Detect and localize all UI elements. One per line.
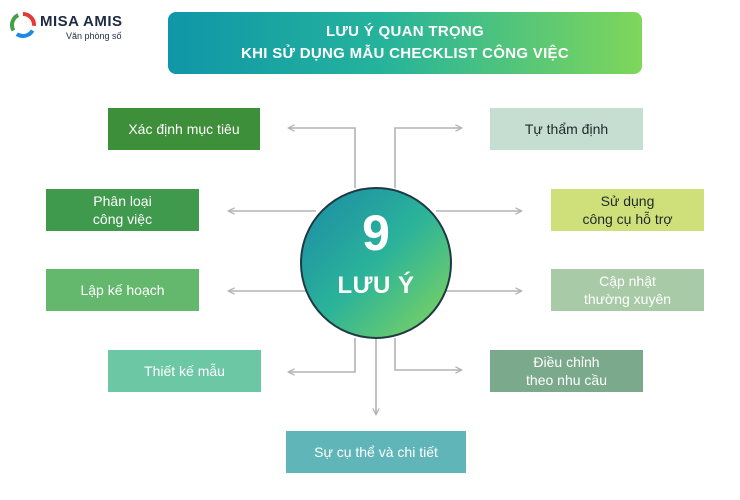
title-banner: LƯU Ý QUAN TRỌNG KHI SỬ DỤNG MẪU CHECKLI… — [168, 12, 642, 74]
note-line: Xác định mục tiêu — [128, 121, 240, 137]
note-line: Tự thẩm định — [524, 121, 609, 137]
note-self-review: Tự thẩm định — [490, 108, 643, 150]
note-line: Phân loại — [93, 193, 152, 209]
note-line: Điều chỉnh — [533, 354, 600, 370]
note-line: công cụ hỗ trợ — [582, 211, 673, 227]
connector-adjust — [394, 338, 461, 370]
brand-tagline: Văn phòng số — [66, 31, 122, 41]
brand-logo: MISA AMIS Văn phòng số — [10, 12, 150, 46]
connector-goal — [289, 128, 356, 188]
note-line: Sử dụng — [600, 193, 655, 209]
note-plan: Lập kế hoạch — [46, 269, 199, 311]
note-line: theo nhu cầu — [526, 372, 607, 388]
note-detail: Sự cụ thể và chi tiết — [286, 431, 466, 473]
note-line: thường xuyên — [583, 291, 672, 307]
note-adjust: Điều chỉnh theo nhu cầu — [490, 350, 643, 392]
note-line: Cập nhật — [599, 273, 656, 289]
note-update: Cập nhật thường xuyên — [551, 269, 704, 311]
brand-name: MISA AMIS — [40, 13, 123, 30]
note-classify: Phân loại công việc — [46, 189, 199, 231]
note-line: Sự cụ thể và chi tiết — [314, 444, 438, 460]
connector-design — [289, 338, 356, 372]
title-line-2: KHI SỬ DỤNG MẪU CHECKLIST CÔNG VIỆC — [241, 45, 569, 62]
hub-number: 9 — [362, 205, 390, 261]
connector-self-review — [394, 128, 461, 188]
note-line: Lập kế hoạch — [80, 282, 165, 298]
hub-label: LƯU Ý — [337, 272, 415, 299]
note-goal: Xác định mục tiêu — [108, 108, 260, 150]
hub-circle: 9 LƯU Ý — [300, 187, 452, 339]
note-design: Thiết kế mẫu — [108, 350, 261, 392]
note-line: Thiết kế mẫu — [144, 363, 225, 379]
note-tools: Sử dụng công cụ hỗ trợ — [551, 189, 704, 231]
note-line: công việc — [92, 211, 153, 227]
title-line-1: LƯU Ý QUAN TRỌNG — [325, 23, 485, 40]
misa-logo-icon — [10, 12, 36, 38]
